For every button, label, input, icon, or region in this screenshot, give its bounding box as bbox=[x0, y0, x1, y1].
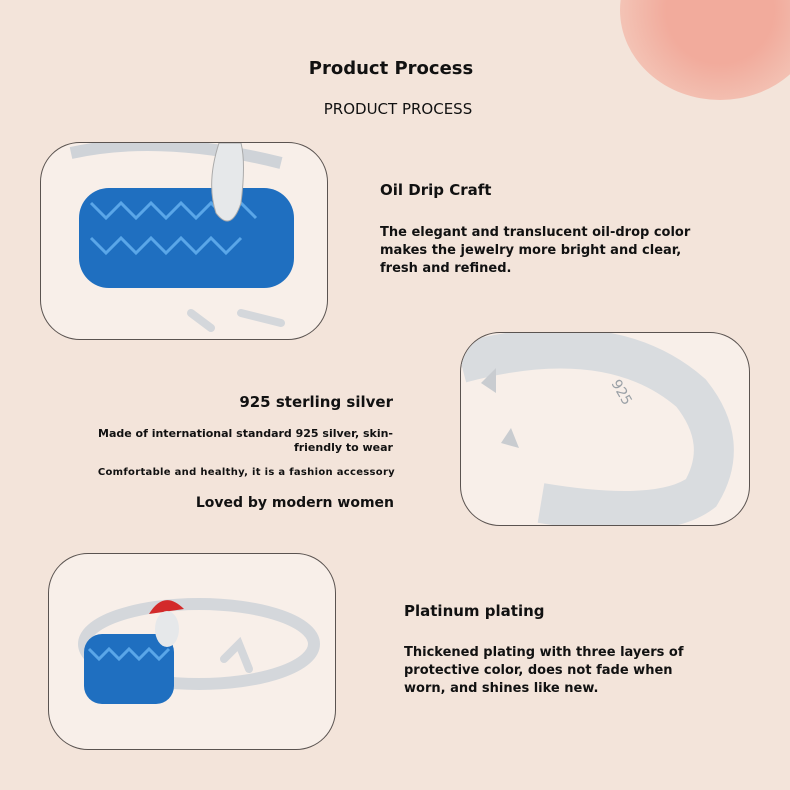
section-title-silver: 925 sterling silver bbox=[239, 393, 393, 411]
product-image-platinum bbox=[48, 553, 336, 750]
section-text-silver-1: Made of international standard 925 silve… bbox=[98, 427, 393, 454]
section-title-oil-drip: Oil Drip Craft bbox=[380, 181, 492, 199]
page-subtitle: PRODUCT PROCESS bbox=[323, 100, 473, 118]
svg-text:925: 925 bbox=[608, 377, 635, 408]
section-text-silver-2: Comfortable and healthy, it is a fashion… bbox=[97, 467, 395, 478]
section-text-platinum: Thickened plating with three layers of p… bbox=[404, 645, 684, 696]
page-title: Product Process bbox=[308, 58, 474, 79]
section-title-platinum: Platinum plating bbox=[404, 602, 545, 620]
section-text-silver-3: Loved by modern women bbox=[195, 495, 394, 511]
product-image-silver: 925 bbox=[460, 332, 750, 526]
product-image-oil-drip bbox=[40, 142, 328, 340]
decorative-blob bbox=[620, 0, 790, 100]
section-text-oil-drip: The elegant and translucent oil-drop col… bbox=[380, 225, 691, 276]
